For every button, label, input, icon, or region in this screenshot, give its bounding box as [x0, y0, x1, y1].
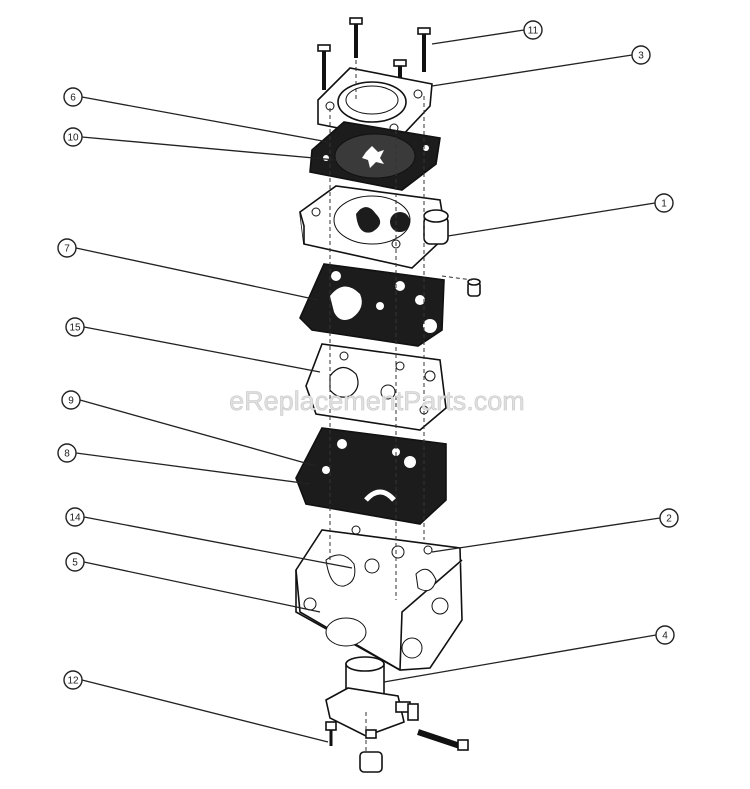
callout-11: 11	[523, 20, 543, 40]
callout-11-label: 11	[528, 26, 539, 37]
pump-body	[299, 185, 449, 269]
callout-1-label: 1	[661, 199, 667, 210]
callout-7-label: 7	[64, 244, 70, 255]
watermark-text: eReplacementParts.com	[229, 386, 525, 416]
callout-6-label: 6	[70, 93, 76, 104]
metering-gasket-upper	[299, 263, 445, 347]
callout-15: 15	[65, 317, 85, 337]
screw	[317, 44, 331, 90]
callout-8-label: 8	[64, 449, 70, 460]
callout-5: 5	[65, 552, 85, 572]
bottom-hardware	[325, 703, 469, 773]
screw	[417, 27, 431, 72]
callout-7: 7	[57, 238, 77, 258]
check-valve-plate	[305, 343, 447, 431]
pump-diaphragm	[309, 121, 441, 191]
callout-14: 14	[65, 507, 85, 527]
callout-10: 10	[63, 127, 83, 147]
callout-8: 8	[57, 443, 77, 463]
callout-14-label: 14	[69, 513, 81, 524]
callout-12: 12	[63, 670, 83, 690]
metering-gasket-lower	[295, 427, 447, 525]
callout-12-label: 12	[67, 676, 79, 687]
callout-4-label: 4	[662, 631, 668, 642]
callout-1: 1	[654, 193, 674, 213]
callout-9-label: 9	[68, 396, 74, 407]
screw	[349, 17, 363, 58]
callout-15-label: 15	[69, 323, 81, 334]
callout-3: 3	[631, 45, 651, 65]
callout-leaders	[75, 29, 661, 743]
callout-6: 6	[63, 87, 83, 107]
callout-2-label: 2	[666, 514, 672, 525]
callout-3-label: 3	[638, 51, 644, 62]
alignment-lines	[329, 60, 473, 752]
callout-10-label: 10	[67, 133, 79, 144]
callout-9: 9	[61, 390, 81, 410]
callout-2: 2	[659, 508, 679, 528]
callout-4: 4	[655, 625, 675, 645]
carburetor-main-body	[295, 525, 463, 671]
callout-5-label: 5	[72, 558, 78, 569]
pump-assembly	[325, 656, 419, 737]
callouts: 11 3 6 10 1 7 15 9	[57, 20, 679, 690]
fuel-inlet-cap	[467, 278, 481, 297]
